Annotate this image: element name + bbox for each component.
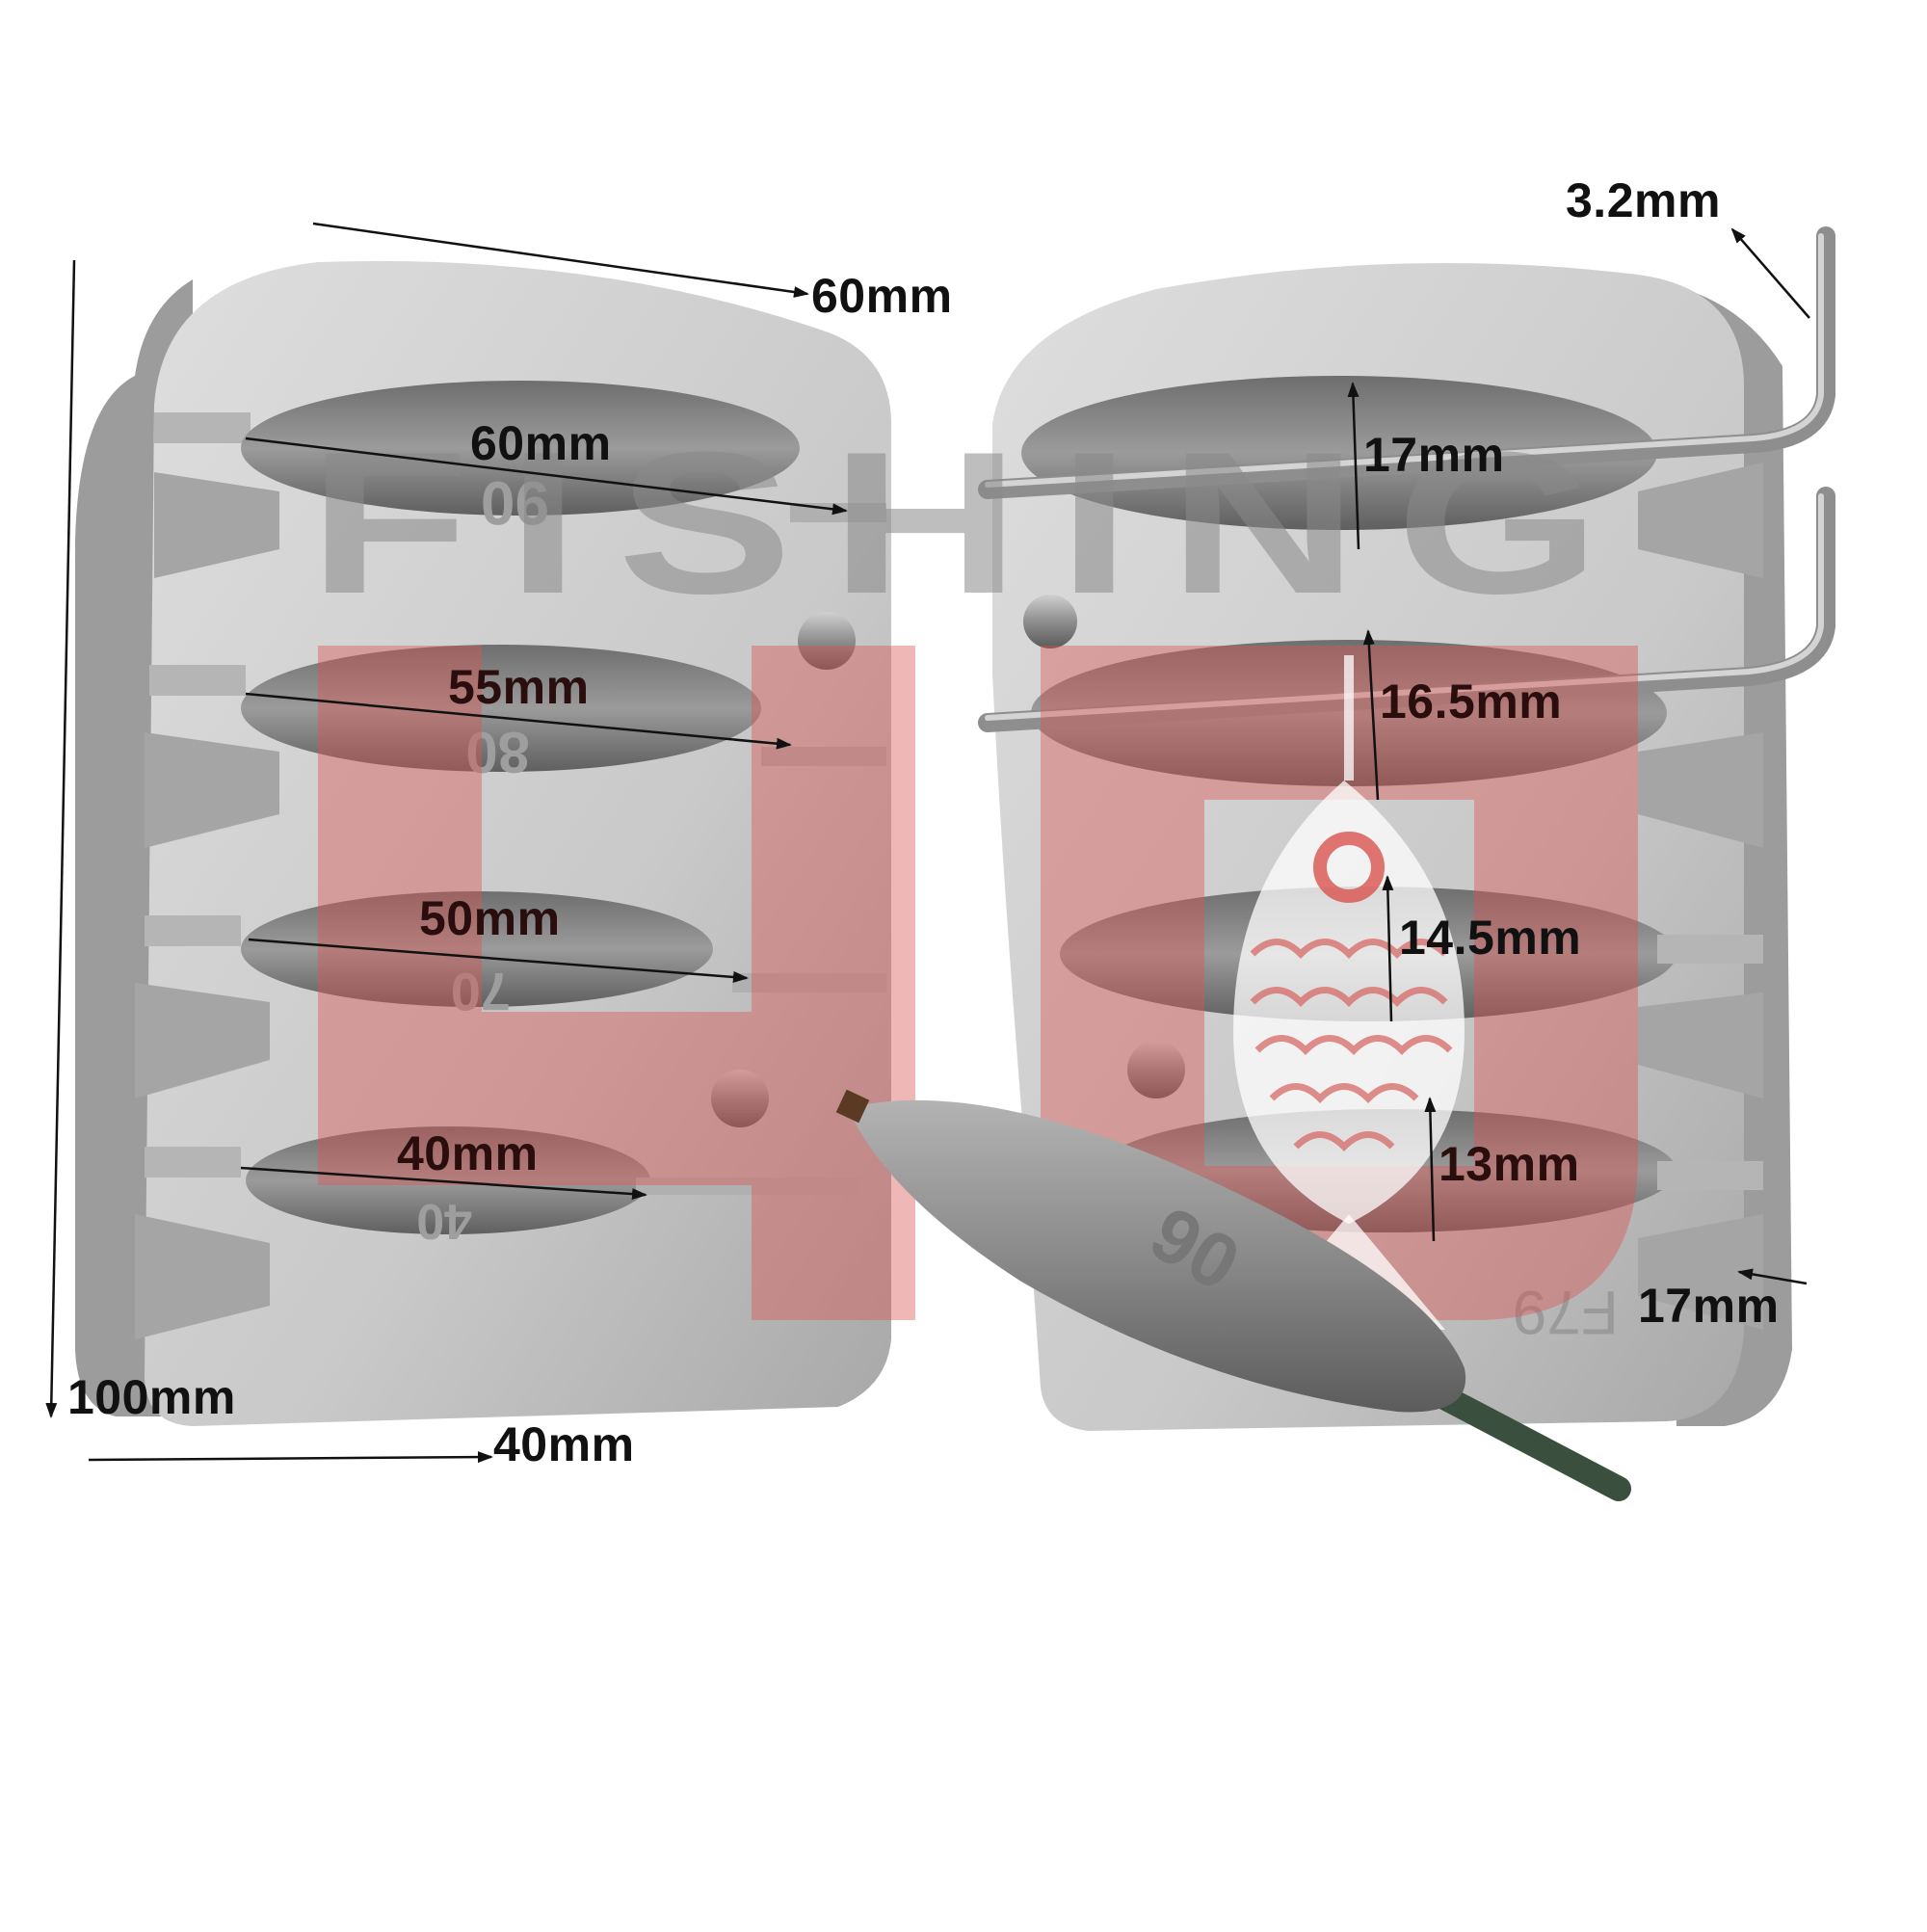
wire-channel bbox=[732, 973, 886, 992]
label-diameter-17: 17mm bbox=[1363, 428, 1505, 482]
wire-channel bbox=[636, 1178, 858, 1195]
label-diameter-13: 13mm bbox=[1439, 1137, 1580, 1191]
label-overall-width: 60mm bbox=[811, 269, 953, 323]
sprue-channel bbox=[145, 915, 241, 946]
sprue-channel bbox=[145, 1147, 241, 1178]
label-overall-height: 100mm bbox=[67, 1370, 236, 1424]
sinker-wire-end bbox=[835, 1089, 870, 1124]
left-mold-face bbox=[145, 260, 891, 1426]
cavity-60mm bbox=[241, 381, 800, 516]
cavity-mark: 90 bbox=[481, 468, 549, 538]
funnel bbox=[1638, 732, 1763, 848]
sinker-tube bbox=[1413, 1375, 1631, 1501]
label-length-40: 40mm bbox=[397, 1126, 539, 1180]
label-diameter-16-5: 16.5mm bbox=[1380, 675, 1563, 728]
label-diameter-14-5: 14.5mm bbox=[1399, 911, 1582, 965]
fish-logo-scales bbox=[1250, 939, 1453, 1151]
brand-watermark-letters bbox=[318, 646, 1638, 1320]
left-mold-half: 90 80 70 40 bbox=[75, 260, 891, 1426]
alignment-pin bbox=[798, 612, 856, 670]
dim-line-overall-height bbox=[45, 259, 76, 1418]
funnel bbox=[135, 1214, 270, 1339]
cavity-40mm bbox=[246, 1126, 650, 1234]
funnel bbox=[1638, 992, 1763, 1098]
cavity-mark: 70 bbox=[451, 962, 511, 1022]
cavity-mark: 40 bbox=[416, 1193, 472, 1249]
alignment-pin bbox=[1023, 595, 1077, 648]
dim-line-length-60 bbox=[245, 437, 848, 516]
label-length-55: 55mm bbox=[448, 660, 590, 714]
funnel bbox=[145, 732, 279, 848]
dim-line-edge-thickness bbox=[1737, 1268, 1808, 1285]
sprue-channel bbox=[149, 665, 246, 696]
sinker-body bbox=[848, 1099, 1466, 1413]
dim-line-length-40 bbox=[240, 1166, 647, 1201]
cavity-mark: 80 bbox=[465, 720, 530, 784]
sprue-channel bbox=[1657, 1161, 1763, 1190]
sprue-channel bbox=[154, 412, 251, 443]
dimension-lines bbox=[45, 222, 1810, 1464]
wire-pin-top bbox=[978, 226, 1835, 499]
label-length-50: 50mm bbox=[419, 891, 561, 945]
dim-line-diameter-17 bbox=[1347, 382, 1360, 550]
dim-line-diameter-14-5 bbox=[1382, 875, 1394, 1022]
watermark-four bbox=[318, 646, 915, 1320]
label-base-width: 40mm bbox=[493, 1417, 635, 1471]
dim-line-overall-width bbox=[312, 222, 809, 298]
cavity-55mm bbox=[241, 645, 761, 772]
label-length-60: 60mm bbox=[470, 416, 612, 470]
brand-watermark: FISHING bbox=[308, 410, 1638, 636]
watermark-word: FISHING bbox=[308, 410, 1638, 636]
dim-line-diameter-16-5 bbox=[1362, 629, 1380, 801]
funnel bbox=[1638, 1214, 1763, 1330]
sprue-channel bbox=[1657, 935, 1763, 964]
cavity-17mm bbox=[1021, 376, 1657, 530]
cavity-50mm bbox=[241, 891, 713, 1007]
funnel bbox=[135, 983, 270, 1098]
label-edge-thickness: 17mm bbox=[1638, 1279, 1780, 1333]
wire-channel bbox=[761, 747, 886, 766]
dim-line-length-50 bbox=[248, 938, 749, 983]
wire-pin-top-highlight bbox=[985, 233, 1824, 488]
wire-pins bbox=[978, 226, 1835, 732]
watermark-zero bbox=[1041, 646, 1638, 1320]
left-cavities bbox=[135, 381, 886, 1339]
alignment-pin bbox=[1127, 1041, 1185, 1098]
funnel bbox=[1638, 463, 1763, 578]
dim-line-diameter-13 bbox=[1424, 1097, 1437, 1242]
cast-sinker: 90 bbox=[835, 1089, 1631, 1501]
funnel bbox=[154, 472, 279, 578]
mold-stamp: F79 bbox=[1513, 1278, 1619, 1347]
wire-pin-second bbox=[978, 487, 1835, 732]
dim-line-length-55 bbox=[245, 692, 792, 750]
fish-logo-eye bbox=[1313, 832, 1385, 903]
dim-line-base-width bbox=[88, 1451, 493, 1464]
label-wire-diameter: 3.2mm bbox=[1566, 173, 1721, 227]
alignment-pin bbox=[711, 1070, 769, 1127]
dim-line-wire-diameter bbox=[1730, 227, 1810, 319]
wire-pin-second-highlight bbox=[985, 493, 1824, 721]
